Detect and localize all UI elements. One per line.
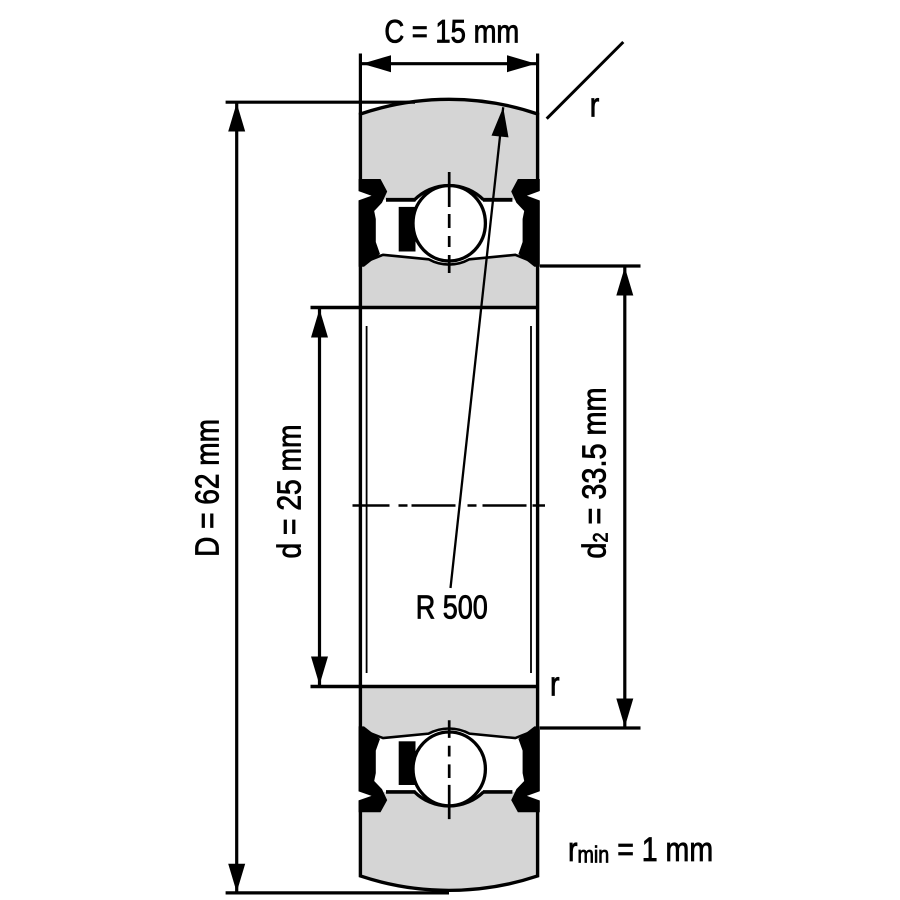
svg-text:C = 15 mm: C = 15 mm <box>384 15 519 50</box>
svg-text:rmin = 1 mm: rmin = 1 mm <box>568 831 713 869</box>
svg-text:R 500: R 500 <box>416 590 488 626</box>
svg-text:d = 25 mm: d = 25 mm <box>270 425 308 559</box>
svg-text:D = 62 mm: D = 62 mm <box>188 419 226 557</box>
svg-text:r: r <box>550 665 560 703</box>
svg-text:d2 = 33.5 mm: d2 = 33.5 mm <box>575 387 613 558</box>
svg-text:r: r <box>590 86 600 124</box>
